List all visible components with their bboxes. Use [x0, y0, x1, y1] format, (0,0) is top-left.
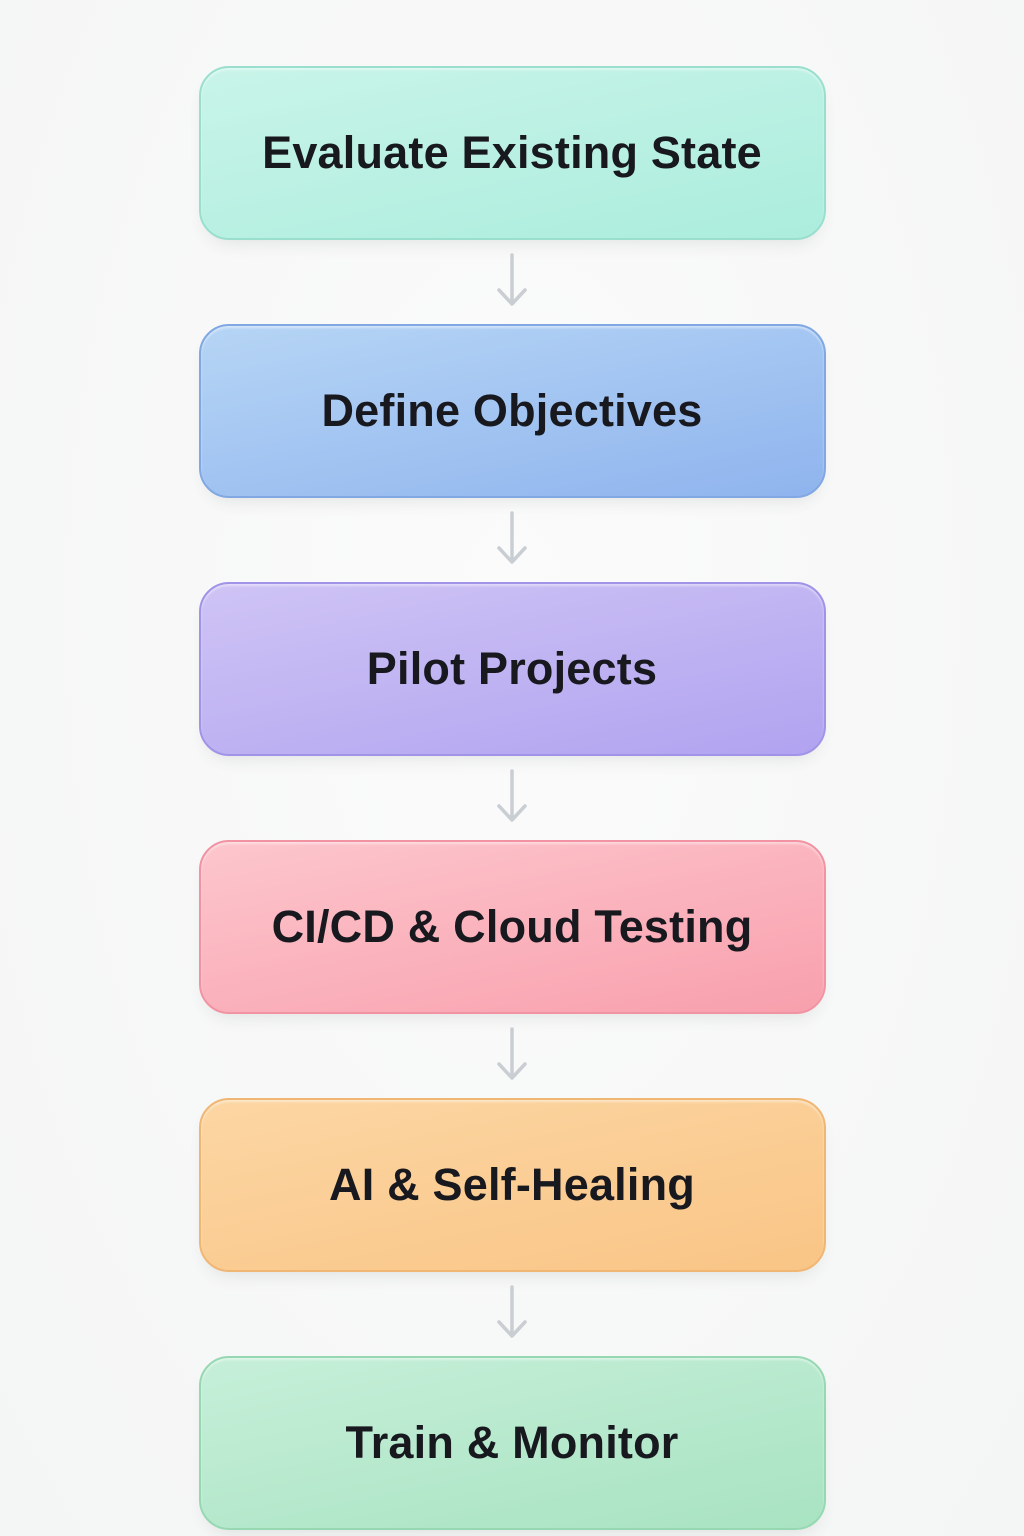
- step-label: Define Objectives: [321, 385, 703, 436]
- step-label: Pilot Projects: [366, 643, 658, 694]
- arrow-down-icon: [497, 511, 527, 564]
- step-label: Train & Monitor: [345, 1417, 679, 1468]
- step-box-evaluate-existing-state: Evaluate Existing State: [198, 66, 826, 240]
- step-box-cicd-cloud-testing: CI/CD & Cloud Testing: [198, 840, 826, 1014]
- step-box-pilot-projects: Pilot Projects: [198, 582, 826, 756]
- step-label: AI & Self-Healing: [329, 1159, 695, 1210]
- step-box-ai-self-healing: AI & Self-Healing: [198, 1098, 826, 1272]
- connector: [492, 756, 532, 840]
- step-box-train-monitor: Train & Monitor: [198, 1356, 826, 1530]
- connector: [492, 1014, 532, 1098]
- step-box-define-objectives: Define Objectives: [198, 324, 826, 498]
- arrow-down-icon: [497, 253, 527, 306]
- connector: [492, 498, 532, 582]
- connector: [492, 1272, 532, 1356]
- step-label: Evaluate Existing State: [262, 127, 762, 178]
- arrow-down-icon: [497, 1285, 527, 1338]
- arrow-down-icon: [497, 1027, 527, 1080]
- step-label: CI/CD & Cloud Testing: [271, 901, 753, 952]
- arrow-down-icon: [497, 769, 527, 822]
- connector: [492, 240, 532, 324]
